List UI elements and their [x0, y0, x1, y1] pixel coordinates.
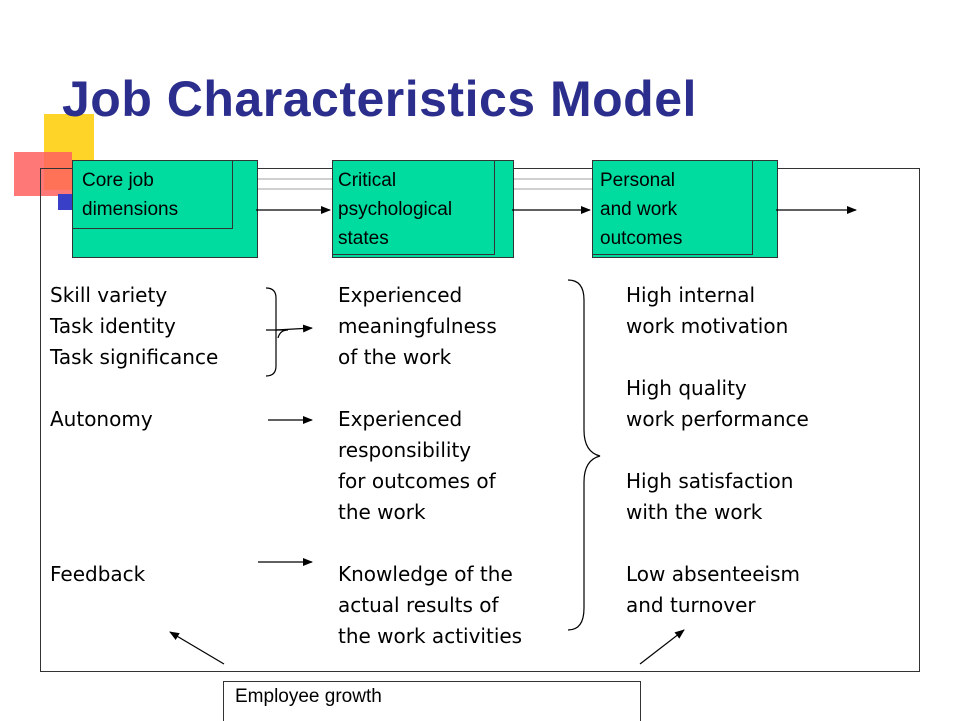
header-box-critical-inner [332, 160, 495, 255]
header-box-personal [592, 160, 778, 258]
dimensions-bracket [265, 287, 277, 377]
employee-growth-label: Employee growth [235, 686, 382, 707]
header-label-personal: Personal and work outcomes [600, 170, 683, 249]
red-deco-square [14, 152, 72, 196]
blue-deco-square [58, 194, 76, 210]
header-box-critical [332, 160, 514, 258]
skill-arrow [275, 324, 313, 333]
psychological-states-list: Experienced meaningfulness of the work E… [338, 283, 523, 648]
header-box-core-inner [72, 160, 233, 229]
header-box-personal-inner [592, 160, 753, 255]
header-label-critical: Critical psychological states [338, 170, 453, 249]
header-box-core [72, 160, 258, 258]
page-title: Job Characteristics Model [62, 71, 697, 127]
growth-arrow-left [169, 631, 225, 665]
core-dimensions-list: Skill variety Task identity Task signifi… [50, 283, 219, 586]
states-brace [567, 279, 601, 631]
header-label-core: Core job dimensions [82, 170, 179, 220]
bracket-arrow-stem [266, 329, 289, 339]
outcomes-list: High internal work motivation High quali… [626, 283, 809, 617]
employee-growth-box [223, 681, 641, 721]
growth-arrow-right [639, 629, 685, 665]
